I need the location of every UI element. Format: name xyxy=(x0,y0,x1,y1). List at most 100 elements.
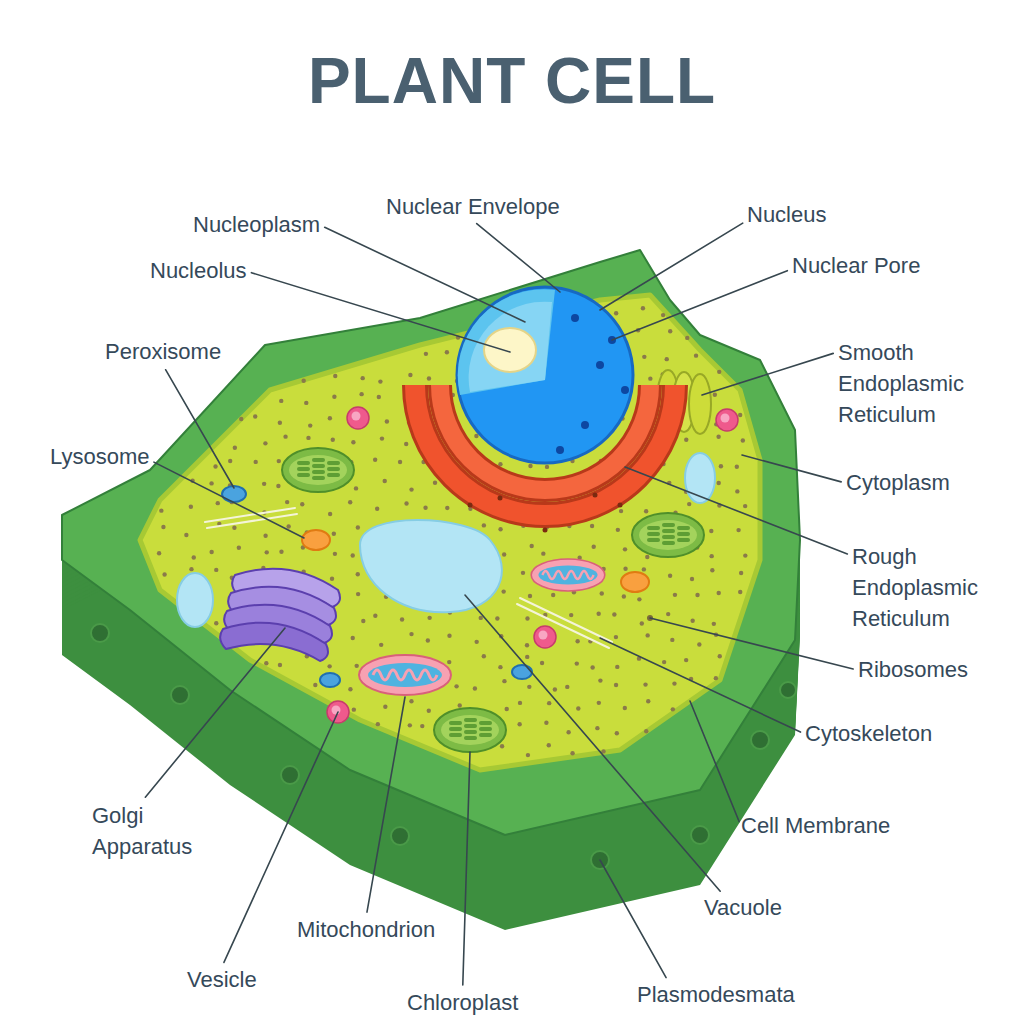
part-label: Smooth Endoplasmic Reticulum xyxy=(838,338,964,430)
ribosome-dot xyxy=(622,594,626,598)
ribosome-dot xyxy=(404,501,408,505)
leader-line xyxy=(612,271,787,340)
ribosome-dot xyxy=(376,722,380,726)
leader-line xyxy=(367,697,405,912)
ribosome-dot xyxy=(614,635,618,639)
ribosome-dot xyxy=(458,703,462,707)
cytoskeleton-fiber xyxy=(520,598,612,642)
ribosome-dot xyxy=(474,640,478,644)
ribosome-dot xyxy=(690,577,694,581)
ribosome-dot xyxy=(209,550,213,554)
leader-line xyxy=(650,618,853,669)
ribosome-dot xyxy=(277,459,281,463)
nucleus-cut xyxy=(458,289,555,395)
ribosome-dot xyxy=(619,509,623,513)
ribosome-dot xyxy=(330,577,334,581)
ribosome-dot xyxy=(237,546,241,550)
ribosome-dot xyxy=(265,550,269,554)
ribosome-dot xyxy=(473,686,477,690)
ribosome-dot xyxy=(351,636,355,640)
ribosome-dot xyxy=(694,353,698,357)
ribosome-dot xyxy=(600,591,604,595)
ribosome-dot xyxy=(189,505,193,509)
part-label: Chloroplast xyxy=(407,990,518,1016)
part-label: Nucleolus xyxy=(150,258,247,284)
ribosome-dot xyxy=(505,707,509,711)
ribosome-dot xyxy=(687,502,691,506)
ribosome-dot xyxy=(517,722,521,726)
ribosome-dot xyxy=(593,493,598,498)
leader-line xyxy=(145,628,285,797)
ribosome-dot xyxy=(286,524,290,528)
ribosome-dot xyxy=(423,505,427,509)
ribosome-dot xyxy=(157,551,161,555)
ribosome-dot xyxy=(717,481,721,485)
ribosome-dot xyxy=(445,506,449,510)
ribosome-dot xyxy=(356,592,360,596)
leader-line xyxy=(742,455,841,482)
ribosome-dot xyxy=(642,355,646,359)
leader-line xyxy=(166,370,234,488)
ribosome-dot xyxy=(283,434,287,438)
ribosome-dot xyxy=(614,311,618,315)
ribosome-dot xyxy=(661,313,665,317)
ribosome-dot xyxy=(528,464,532,468)
ribosome-dot xyxy=(300,502,304,506)
ribosome-dot xyxy=(327,664,331,668)
ribosome-dot xyxy=(378,379,382,383)
ribosome-dot xyxy=(159,508,163,512)
ribosome-dot xyxy=(528,594,532,598)
ribosome-dot xyxy=(623,567,627,571)
ribosome-dot xyxy=(526,753,530,757)
ribosome-dot xyxy=(642,567,646,571)
part-label: Cytoskeleton xyxy=(805,721,932,747)
plasmodesma xyxy=(751,731,769,749)
ribosome-dot xyxy=(738,413,742,417)
ribosome-dot xyxy=(500,744,504,748)
ribosome-dot xyxy=(313,683,317,687)
vesicle xyxy=(347,407,369,429)
ribosome-dot xyxy=(553,687,557,691)
mitochondrion xyxy=(531,559,605,591)
ribosome-dot xyxy=(328,512,332,516)
cell-wall-side xyxy=(62,254,800,930)
ribosome-dot xyxy=(644,729,648,733)
ribosome-dot xyxy=(385,419,389,423)
ribosome-dot xyxy=(409,699,413,703)
ribosome-dot xyxy=(540,661,544,665)
ribosome-dot xyxy=(673,593,677,597)
ribosome-dot xyxy=(498,496,503,501)
ribosome-dot xyxy=(308,423,312,427)
part-label: Ribosomes xyxy=(858,657,968,683)
ribosome-dot xyxy=(545,465,549,469)
ribosome-dot xyxy=(592,544,596,548)
ribosome-dot xyxy=(409,632,413,636)
ribosome-dot xyxy=(192,555,196,559)
ribosome-dot xyxy=(596,612,600,616)
small-vacuole xyxy=(177,573,213,627)
ribosome-dot xyxy=(743,553,747,557)
nucleus xyxy=(457,287,633,463)
vesicle xyxy=(716,409,738,431)
nuclear-pore xyxy=(581,421,589,429)
peroxisome xyxy=(512,665,532,679)
ribosome-dot xyxy=(306,436,310,440)
part-label: Rough Endoplasmic Reticulum xyxy=(852,542,978,634)
cell-wall-top xyxy=(62,250,800,835)
ribosome-dot xyxy=(666,612,670,616)
ribosome-dot xyxy=(712,622,716,626)
ribosome-dot xyxy=(373,614,377,618)
ribosome-dot xyxy=(713,393,717,397)
ribosome-dot xyxy=(743,504,747,508)
nuclear-pore xyxy=(571,314,579,322)
cytoskeleton xyxy=(205,508,612,648)
ribosome-dot xyxy=(333,552,337,556)
mitochondrion xyxy=(359,655,451,695)
part-label: Nucleus xyxy=(747,202,826,228)
ribosome-dot xyxy=(427,376,431,380)
ribosome-dot xyxy=(736,528,740,532)
leader-line xyxy=(154,462,304,538)
ribosome-dot xyxy=(575,661,579,665)
ribosome-dot xyxy=(161,525,165,529)
ribosome-dot xyxy=(301,379,305,383)
